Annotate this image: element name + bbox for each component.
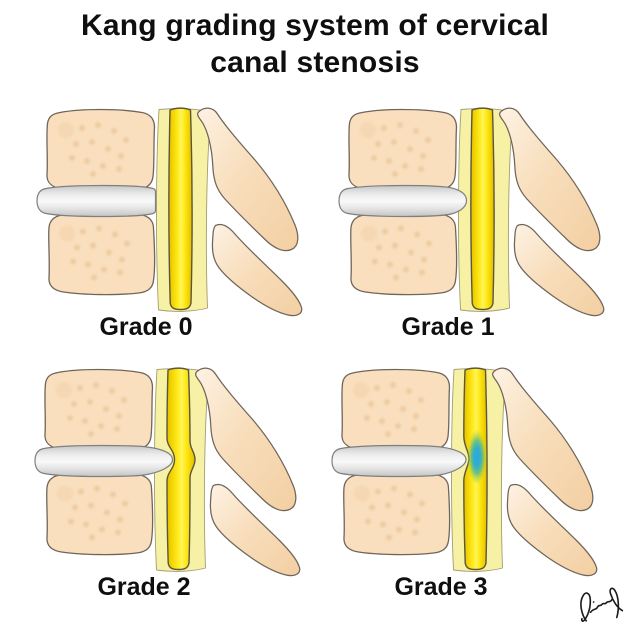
grade-1-illustration [338, 107, 605, 317]
page-title-line-2: canal stenosis [210, 45, 420, 79]
posterior-elements [491, 367, 598, 577]
figure-grade-2: Grade 2 [33, 363, 303, 608]
figure-grade-3: Grade 3 [330, 363, 600, 608]
grade-0-label: Grade 0 [99, 313, 193, 341]
figure-grade-1: Grade 1 [337, 103, 607, 348]
page-title-line-1: Kang grading system of cervical [80, 9, 550, 42]
figure-grade-0: Grade 0 [35, 103, 305, 348]
intervertebral-disc-bulging [338, 184, 468, 218]
spinal-cord-indented [166, 367, 196, 571]
intervertebral-disc [36, 184, 157, 218]
posterior-elements [194, 367, 301, 577]
grade-1-label: Grade 1 [401, 313, 495, 341]
spinal-cord [168, 107, 193, 311]
grade-3-label: Grade 3 [394, 573, 488, 601]
grade-2-label: Grade 2 [97, 573, 191, 601]
handwritten-signature-icon [580, 587, 624, 622]
cord-signal-change-lesion [467, 429, 487, 485]
grade-3-illustration [331, 367, 598, 577]
spinal-cord [470, 107, 495, 311]
grade-0-illustration [36, 107, 303, 317]
intervertebral-disc-herniated [331, 444, 467, 478]
grade-2-illustration [34, 367, 301, 577]
intervertebral-disc-herniated [34, 444, 174, 478]
posterior-elements [196, 107, 303, 317]
posterior-elements [498, 107, 605, 317]
page-title: Kang grading system of cervical canal st… [0, 8, 630, 81]
